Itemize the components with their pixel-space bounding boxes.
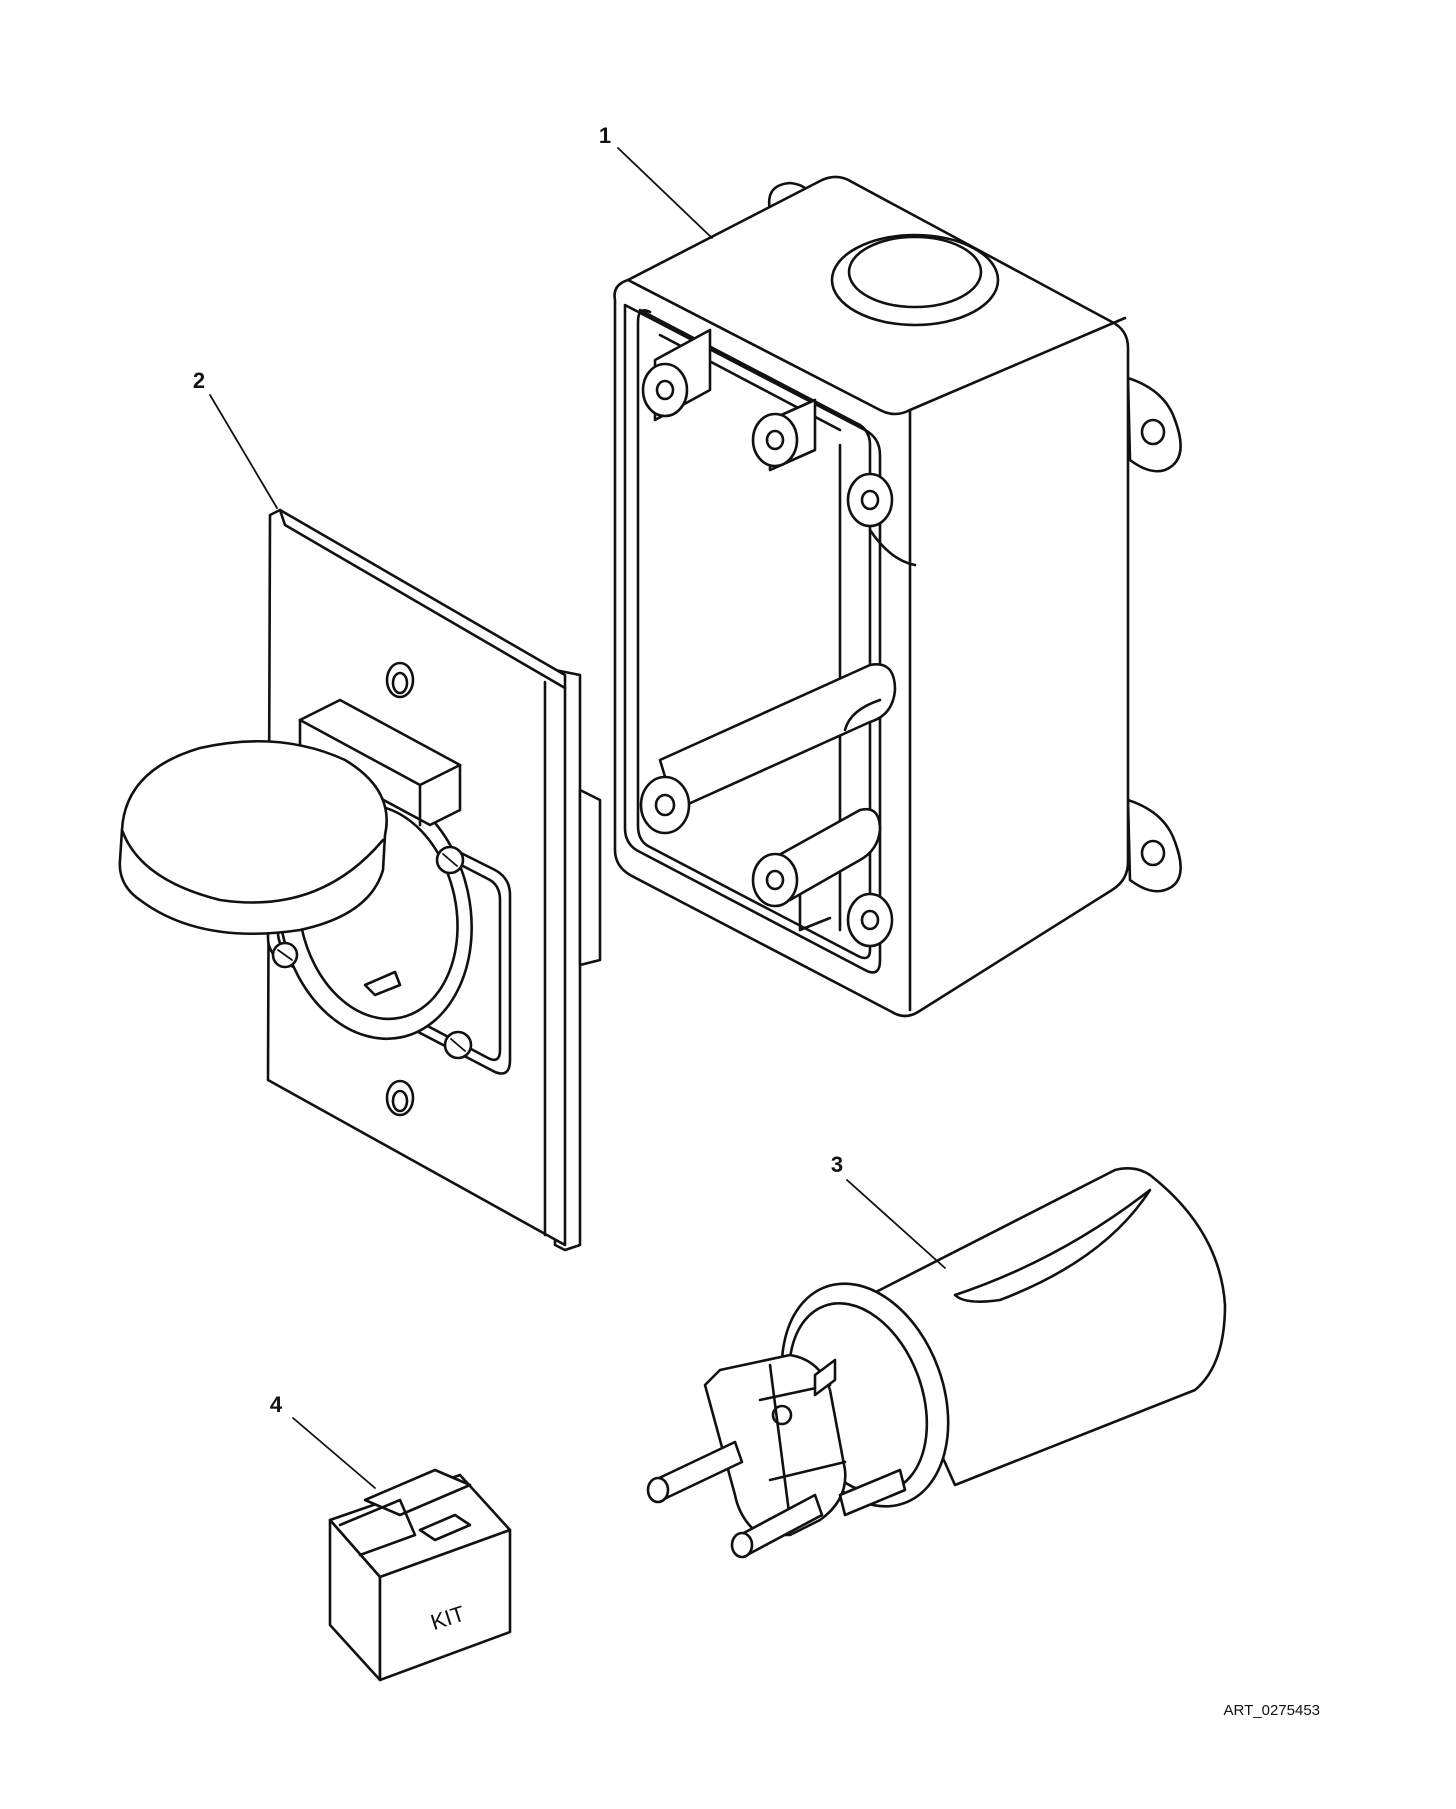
leader-line-4: [292, 1417, 376, 1489]
top-knockout: [830, 233, 1000, 327]
outlet-box: [613, 175, 1182, 1018]
callout-1: 1: [599, 123, 611, 148]
callout-3: 3: [831, 1152, 843, 1177]
leader-line-3: [846, 1179, 946, 1269]
art-number: ART_0275453: [1224, 1702, 1320, 1719]
internal-bosses: [639, 328, 897, 948]
callout-4: 4: [270, 1392, 283, 1417]
callout-2: 2: [193, 368, 205, 393]
upper-mounting-ear: [1126, 376, 1182, 473]
leader-lines: [209, 147, 946, 1489]
hinged-lid: [118, 739, 388, 935]
lower-mounting-ear: [1126, 798, 1182, 893]
leader-line-2: [209, 394, 278, 509]
kit-box: KIT: [328, 1468, 512, 1682]
plug: [646, 1167, 1227, 1559]
receptacle-cover-plate: [118, 508, 602, 1252]
leader-line-1: [617, 147, 713, 239]
